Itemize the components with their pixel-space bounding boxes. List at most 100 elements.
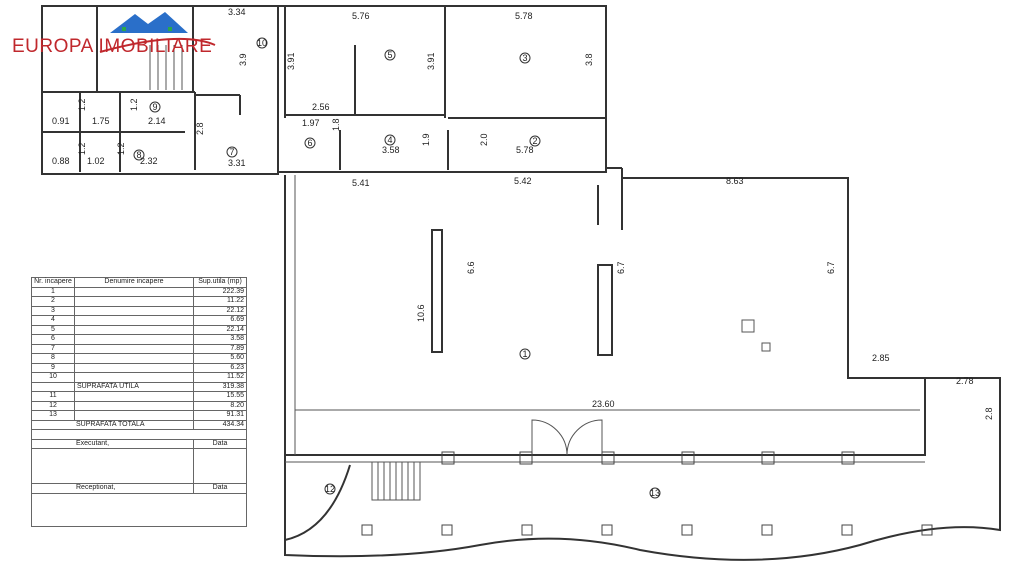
room-area: 6.69 (193, 315, 247, 326)
room-number: 4 (387, 135, 392, 145)
dim: 2.32 (140, 156, 158, 166)
logo-text: EUROPA IMOBILIARE (12, 36, 213, 57)
room-number: 7 (229, 147, 234, 157)
room-number: 5 (387, 50, 392, 60)
room-number: 10 (257, 38, 267, 48)
dim: 6.6 (466, 261, 476, 274)
dim: 3.91 (426, 52, 436, 70)
room-number: 1 (522, 349, 527, 359)
header-area: Sup.utila (mp) (193, 277, 247, 288)
columns (361, 451, 933, 536)
dim: 1.02 (87, 156, 105, 166)
dim: 5.42 (514, 176, 532, 186)
table-header: Nr. incapere Denumire incapere Sup.utila… (31, 277, 247, 288)
total-label: SUPRAFATA TOTALA (31, 419, 194, 430)
dim: 3.31 (228, 158, 246, 168)
logo-house-icon (99, 12, 216, 53)
dim: 0.88 (52, 156, 70, 166)
area-table: Nr. incapere Denumire incapere Sup.utila… (31, 277, 247, 527)
dim: 1.97 (302, 118, 320, 128)
room-area: 22.14 (193, 324, 247, 335)
room-area: 11.52 (193, 372, 247, 383)
subtotal-label: SUPRAFATA UTILA (74, 381, 194, 392)
room-nr: 6 (31, 334, 75, 345)
room-name (74, 286, 194, 297)
room-name (74, 315, 194, 326)
room-name (74, 334, 194, 345)
dim: 0.91 (52, 116, 70, 126)
room-area: 3.58 (193, 334, 247, 345)
room-nr: 8 (31, 353, 75, 364)
dim: 1.2 (116, 142, 126, 155)
receptionat-label: Receptionat, (31, 483, 194, 494)
dim: 3.58 (382, 145, 400, 155)
room-name (74, 410, 194, 421)
dim: 1.9 (421, 133, 431, 146)
room-name (74, 372, 194, 383)
dim: 2.78 (956, 376, 974, 386)
dim: 5.78 (516, 145, 534, 155)
room-area: 5.60 (193, 353, 247, 364)
room-nr: 2 (31, 296, 75, 307)
room-name (74, 296, 194, 307)
room-area: 7.89 (193, 343, 247, 354)
room-name (74, 391, 194, 402)
dim: 3.34 (228, 7, 246, 17)
dim: 1.75 (92, 116, 110, 126)
room-nr: 5 (31, 324, 75, 335)
room-nr: 3 (31, 305, 75, 316)
room-name (74, 353, 194, 364)
dim: 1.2 (77, 98, 87, 111)
dim: 1.2 (77, 142, 87, 155)
table-row: 13 91.31 (31, 410, 247, 421)
dim: 5.41 (352, 178, 370, 188)
dimension-labels: 3.34 5.76 5.78 3.9 3.91 3.91 3.8 2.56 1.… (52, 7, 994, 420)
room-area: 11.22 (193, 296, 247, 307)
room-name (74, 362, 194, 373)
dim: 2.8 (984, 407, 994, 420)
dim: 23.60 (592, 399, 615, 409)
room-number: 9 (152, 102, 157, 112)
room-nr: 7 (31, 343, 75, 354)
room-area: 91.31 (193, 410, 247, 421)
date-label: Data (193, 438, 247, 449)
walls (41, 5, 1001, 561)
dim: 3.9 (238, 53, 248, 66)
room-nr: 9 (31, 362, 75, 373)
dim: 5.76 (352, 11, 370, 21)
room-nr: 13 (31, 410, 75, 421)
room-area: 222.39 (193, 286, 247, 297)
room-nr: 4 (31, 315, 75, 326)
dim: 3.8 (584, 53, 594, 66)
room-area: 8.20 (193, 400, 247, 411)
header-name: Denumire incapere (74, 277, 194, 288)
subtotal-value: 319.38 (193, 381, 247, 392)
room-nr: 11 (31, 391, 75, 402)
room-number: 12 (325, 484, 335, 494)
room-name (74, 400, 194, 411)
stairs (149, 45, 421, 501)
dim: 2.85 (872, 353, 890, 363)
header-nr: Nr. incapere (31, 277, 75, 288)
dim: 1.8 (331, 118, 341, 131)
room-area: 6.23 (193, 362, 247, 373)
room-number: 8 (136, 150, 141, 160)
dim: 8.63 (726, 176, 744, 186)
dim: 3.91 (286, 52, 296, 70)
room-nr: 12 (31, 400, 75, 411)
total-value: 434.34 (193, 419, 247, 430)
room-number: 2 (532, 136, 537, 146)
dim: 2.56 (312, 102, 330, 112)
